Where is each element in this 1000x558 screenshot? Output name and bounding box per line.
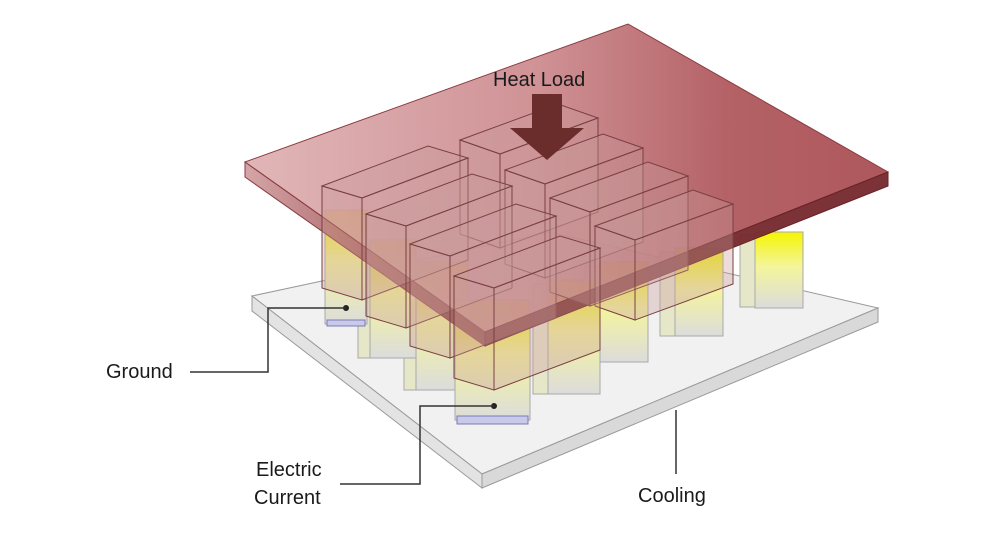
interconnect-block: [548, 161, 690, 307]
interconnect-block: [320, 145, 470, 301]
interconnect-block: [503, 133, 645, 279]
ground-leader-line: [190, 307, 346, 373]
electric-current-leader-line: [340, 405, 494, 485]
heat-load-label: Heat Load: [493, 69, 586, 91]
interconnect-blocks: [320, 103, 735, 391]
interconnect-block: [452, 235, 602, 391]
electric-current-label-line2: Current: [254, 487, 321, 509]
heat-load-arrow-icon: [510, 94, 584, 160]
electric-current-label-line1: Electric: [256, 459, 322, 481]
interconnect-block: [408, 203, 558, 359]
interconnect-block: [593, 189, 735, 321]
leg: [739, 231, 804, 309]
cooling-label: Cooling: [638, 485, 706, 507]
interconnect-block: [364, 173, 514, 329]
ground-label: Ground: [106, 361, 173, 383]
leader-lines: [190, 307, 677, 485]
